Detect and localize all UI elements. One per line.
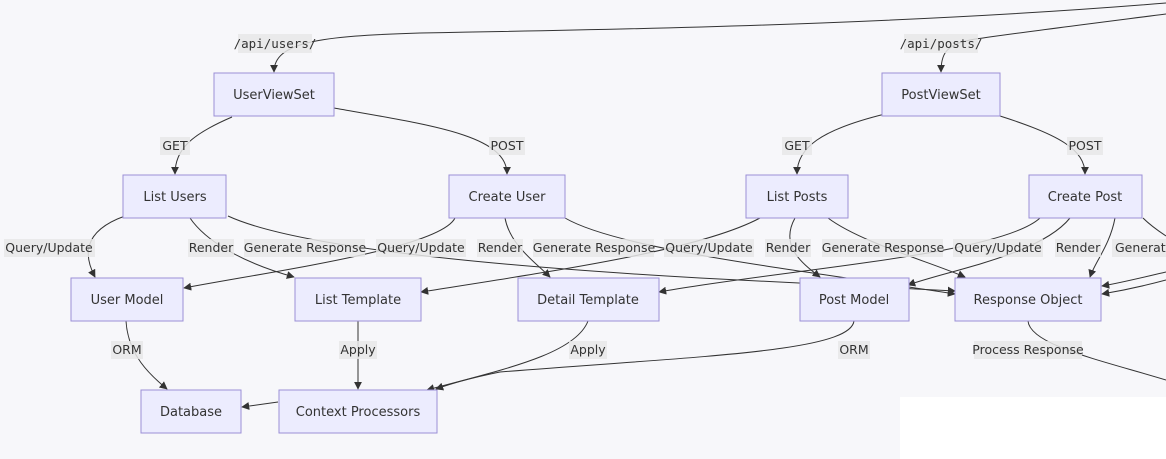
node-postviewset[interactable]: PostViewSet: [881, 72, 1001, 117]
node-post-model[interactable]: Post Model: [799, 277, 910, 322]
nodes: UserViewSet PostViewSet List Users Creat…: [70, 72, 1143, 434]
edge-createpost-postmodel: [907, 217, 1071, 287]
node-list-users[interactable]: List Users: [122, 174, 227, 219]
node-label: UserViewSet: [233, 88, 315, 103]
label-render-2: Render: [478, 240, 523, 255]
label-generate-response-1: Generate Response: [244, 240, 367, 255]
label-render-3: Render: [766, 240, 811, 255]
edge-labels: /api/users/ /api/posts/ GET POST GET POS…: [4, 34, 1166, 359]
label-api-posts: /api/posts/: [900, 36, 983, 51]
edge-postviewset-createpost: [999, 115, 1089, 175]
edge-offscreen-responseobject-2: [1101, 279, 1166, 297]
node-response-object[interactable]: Response Object: [954, 277, 1102, 322]
node-list-template[interactable]: List Template: [294, 277, 422, 322]
edge-createuser-usermodel: [183, 217, 456, 291]
node-list-posts[interactable]: List Posts: [745, 174, 849, 219]
edge-detailtemplate-contextprocessors: [426, 320, 589, 392]
label-post-posts: POST: [1069, 138, 1102, 153]
node-user-model[interactable]: User Model: [70, 277, 184, 322]
node-label: Create User: [469, 190, 547, 205]
node-context-processors[interactable]: Context Processors: [278, 389, 438, 434]
label-orm-1: ORM: [112, 342, 141, 357]
label-query-update-2: Query/Update: [377, 240, 465, 255]
edge-createuser-detailtemplate: [504, 217, 551, 278]
edge-postmodel-contextprocessors: [435, 320, 855, 391]
label-query-update-3: Query/Update: [665, 240, 753, 255]
node-label: List Template: [315, 293, 401, 308]
edge-createpost-detailtemplate: [658, 217, 1041, 295]
edge-api-posts: [937, 13, 1166, 73]
label-get-posts: GET: [784, 138, 810, 153]
label-apply-1: Apply: [340, 342, 376, 357]
node-label: List Posts: [767, 190, 828, 205]
node-label: Post Model: [819, 293, 889, 308]
label-render-4: Render: [1056, 240, 1101, 255]
label-render-1: Render: [189, 240, 234, 255]
edge-postviewset-listposts: [793, 113, 886, 175]
edge-offscreen-responseobject-1: [1101, 271, 1166, 289]
label-orm-2: ORM: [839, 342, 868, 357]
node-detail-template[interactable]: Detail Template: [517, 277, 660, 322]
label-process-response: Process Response: [972, 342, 1084, 357]
label-query-update-4: Query/Update: [954, 240, 1042, 255]
node-label: Database: [160, 405, 222, 420]
edge-api-users: [270, 2, 1166, 73]
label-get-users: GET: [162, 138, 188, 153]
node-label: Context Processors: [296, 405, 421, 420]
edge-listposts-listtemplate: [420, 217, 761, 295]
blank-overlay: [900, 397, 1166, 459]
label-generate-response-3: Generate Response: [822, 240, 945, 255]
node-create-user[interactable]: Create User: [448, 174, 566, 219]
label-generate-response-4: Generate: [1115, 240, 1166, 255]
label-generate-response-2: Generate Response: [533, 240, 656, 255]
node-create-post[interactable]: Create Post: [1028, 174, 1143, 219]
label-query-update-1: Query/Update: [5, 240, 93, 255]
node-label: Response Object: [974, 293, 1083, 308]
node-label: PostViewSet: [901, 88, 980, 103]
node-label: Create Post: [1048, 190, 1123, 205]
node-label: User Model: [91, 293, 164, 308]
node-label: List Users: [143, 190, 206, 205]
edge-createpost-responseobject: [1088, 217, 1116, 278]
edge-userviewset-createuser: [333, 107, 511, 175]
label-apply-2: Apply: [570, 342, 606, 357]
edge-usermodel-database: [125, 320, 168, 390]
node-label: Detail Template: [537, 293, 639, 308]
node-userviewset[interactable]: UserViewSet: [213, 72, 335, 117]
edge-contextprocessors-database: [241, 401, 279, 410]
label-api-users: /api/users/: [234, 36, 317, 51]
node-database[interactable]: Database: [140, 389, 242, 434]
edge-createpost-extra: [1142, 217, 1166, 237]
label-post-users: POST: [491, 138, 524, 153]
